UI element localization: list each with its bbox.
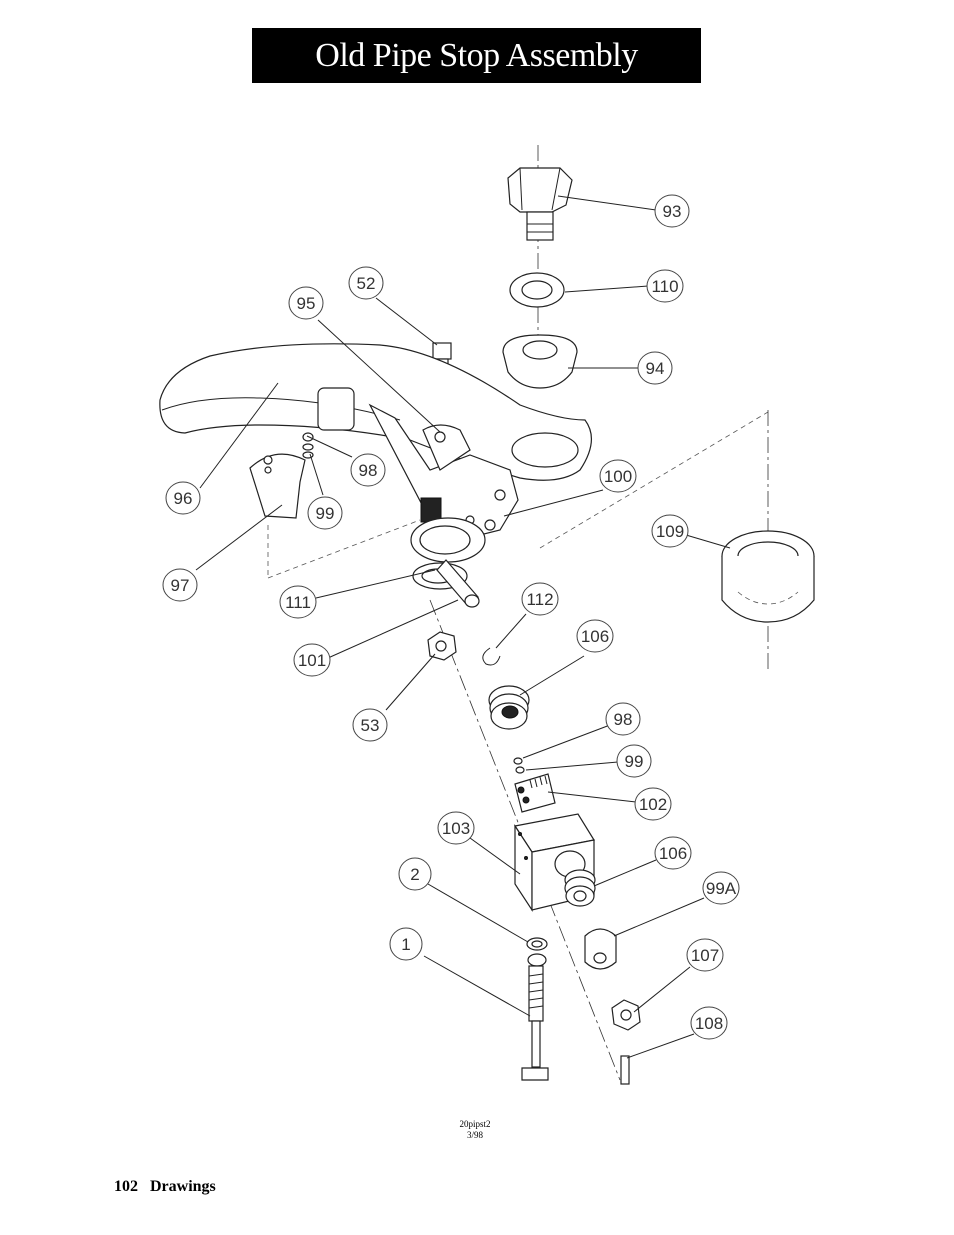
part-2-washer xyxy=(526,937,548,967)
part-98-99-upper-fasteners xyxy=(302,387,355,459)
svg-text:1: 1 xyxy=(401,935,410,954)
callout-balloon-98: 98 xyxy=(350,453,386,487)
part-107-nut xyxy=(611,999,641,1031)
drawing-code-date: 3/98 xyxy=(466,1130,483,1140)
svg-text:106: 106 xyxy=(659,844,687,863)
callout-balloon-97: 97 xyxy=(162,568,198,602)
part-101-pin xyxy=(436,559,480,608)
svg-text:99: 99 xyxy=(625,752,644,771)
svg-text:2: 2 xyxy=(410,865,419,884)
part-99A-cylinder xyxy=(584,928,617,970)
svg-text:52: 52 xyxy=(357,274,376,293)
callout-balloon-52: 52 xyxy=(348,266,384,300)
svg-text:99A: 99A xyxy=(706,879,737,898)
svg-text:101: 101 xyxy=(298,651,326,670)
callout-balloon-99-lower: 99 xyxy=(616,744,652,778)
projection-line-b xyxy=(267,519,421,579)
part-93-hex-bolt xyxy=(507,167,573,241)
callout-balloon-2: 2 xyxy=(398,857,432,891)
svg-text:96: 96 xyxy=(174,489,193,508)
svg-text:98: 98 xyxy=(359,461,378,480)
callout-balloon-100: 100 xyxy=(599,459,637,493)
callout-balloon-53: 53 xyxy=(352,708,388,742)
callout-balloon-96: 96 xyxy=(165,481,201,515)
svg-text:99: 99 xyxy=(316,504,335,523)
section-name: Drawings xyxy=(150,1178,216,1195)
callout-balloon-103: 103 xyxy=(437,811,475,845)
part-106-upper-threaded-ring xyxy=(488,685,530,730)
svg-text:53: 53 xyxy=(361,716,380,735)
svg-text:102: 102 xyxy=(639,795,667,814)
svg-text:103: 103 xyxy=(442,819,470,838)
svg-text:95: 95 xyxy=(297,294,316,313)
part-108-pin xyxy=(620,1055,630,1085)
page-number: 102 xyxy=(114,1178,138,1195)
part-53-nut xyxy=(427,631,457,661)
page-footer: 102 Drawings xyxy=(114,1178,216,1196)
part-94-bushing xyxy=(502,334,578,389)
callout-balloon-98-lower: 98 xyxy=(605,702,641,736)
part-109-ring xyxy=(721,530,815,623)
part-1-long-bolt xyxy=(521,965,549,1081)
page-title: Old Pipe Stop Assembly xyxy=(315,36,638,74)
callout-balloon-111: 111 xyxy=(279,585,317,619)
svg-text:94: 94 xyxy=(646,359,665,378)
callout-balloon-110: 110 xyxy=(646,269,684,303)
callout-balloon-106-lower: 106 xyxy=(654,836,692,870)
callout-balloon-93: 93 xyxy=(654,194,690,228)
svg-text:110: 110 xyxy=(651,277,678,296)
callout-balloon-99A: 99A xyxy=(702,871,740,905)
part-98-99-102-lower xyxy=(513,757,556,813)
part-112-retaining-ring xyxy=(482,647,501,666)
svg-text:109: 109 xyxy=(656,522,684,541)
svg-text:106: 106 xyxy=(581,627,609,646)
callout-balloon-108: 108 xyxy=(690,1006,728,1040)
drawing-code: 20pipst2 3/98 xyxy=(430,1119,520,1141)
svg-text:112: 112 xyxy=(526,590,553,609)
drawing-code-name: 20pipst2 xyxy=(459,1119,491,1129)
callout-balloon-107: 107 xyxy=(686,938,724,972)
callout-balloon-101: 101 xyxy=(293,643,331,677)
callout-balloon-1: 1 xyxy=(389,927,423,961)
svg-text:100: 100 xyxy=(604,467,632,486)
callout-leaders xyxy=(195,195,731,1059)
callout-balloon-109: 109 xyxy=(651,514,689,548)
svg-text:108: 108 xyxy=(695,1014,723,1033)
callout-balloon-94: 94 xyxy=(637,351,673,385)
title-banner: Old Pipe Stop Assembly xyxy=(252,28,701,83)
callout-balloon-95: 95 xyxy=(288,286,324,320)
svg-text:93: 93 xyxy=(663,202,682,221)
svg-text:111: 111 xyxy=(285,593,311,612)
callout-balloon-99: 99 xyxy=(307,496,343,530)
part-106-lower-threaded-ring xyxy=(564,869,596,907)
svg-text:98: 98 xyxy=(614,710,633,729)
callout-balloon-106: 106 xyxy=(576,619,614,653)
callout-balloon-102: 102 xyxy=(634,787,672,821)
callout-balloon-112: 112 xyxy=(521,582,559,616)
svg-text:107: 107 xyxy=(691,946,719,965)
part-97-plate xyxy=(249,453,306,519)
svg-text:97: 97 xyxy=(171,576,190,595)
part-110-washer xyxy=(509,272,565,308)
